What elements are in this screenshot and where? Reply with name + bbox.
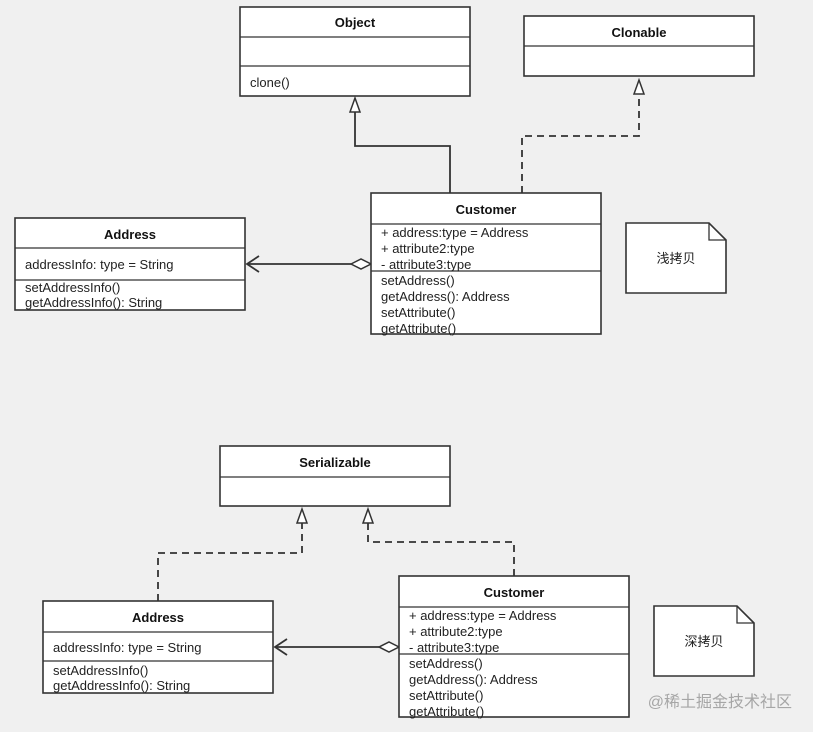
object-title: Object bbox=[335, 15, 376, 30]
customer-method: setAddress() bbox=[409, 656, 483, 671]
address-title: Address bbox=[104, 227, 156, 242]
open-arrowhead-icon bbox=[245, 255, 260, 273]
customer-title: Customer bbox=[484, 585, 545, 600]
customer-method: setAttribute() bbox=[381, 305, 455, 320]
realization-arrowhead-icon bbox=[632, 77, 646, 95]
serializable-class[interactable]: Serializable bbox=[219, 445, 451, 507]
customer-attribute: - attribute3:type bbox=[381, 257, 471, 272]
customer-attribute: + attribute2:type bbox=[381, 241, 475, 256]
customer-method: getAttribute() bbox=[409, 704, 484, 719]
address-method: getAddressInfo(): String bbox=[53, 678, 190, 693]
customer-class-bottom[interactable]: Customer + address:type = Address + attr… bbox=[398, 575, 630, 719]
customer-title: Customer bbox=[456, 202, 517, 217]
address-title: Address bbox=[132, 610, 184, 625]
customer-object-generalization bbox=[354, 112, 451, 193]
watermark: @稀土掘金技术社区 bbox=[648, 693, 792, 711]
note-deep-copy-text: 深拷贝 bbox=[684, 634, 723, 649]
clonable-title: Clonable bbox=[612, 25, 667, 40]
object-method-clone: clone() bbox=[250, 75, 290, 90]
address-class-bottom[interactable]: Address addressInfo: type = String setAd… bbox=[42, 600, 274, 694]
aggregation-diamond-icon bbox=[349, 258, 373, 270]
customer-method: getAttribute() bbox=[381, 321, 456, 336]
customer-attribute: - attribute3:type bbox=[409, 640, 499, 655]
realization-arrowhead-icon bbox=[361, 506, 375, 524]
open-arrowhead-icon bbox=[273, 638, 288, 656]
customer-method: getAddress(): Address bbox=[409, 672, 538, 687]
customer-attribute: + address:type = Address bbox=[409, 608, 557, 623]
customer-attribute: + address:type = Address bbox=[381, 225, 529, 240]
address-method: setAddressInfo() bbox=[25, 280, 120, 295]
address-attribute: addressInfo: type = String bbox=[25, 257, 174, 272]
address-method: setAddressInfo() bbox=[53, 663, 148, 678]
address-serializable-realization bbox=[157, 523, 303, 601]
customer-serializable-realization bbox=[367, 523, 515, 576]
note-deep-copy[interactable]: 深拷贝 bbox=[653, 605, 755, 677]
customer-method: setAttribute() bbox=[409, 688, 483, 703]
customer-clonable-realization bbox=[521, 94, 640, 193]
aggregation-diamond-icon bbox=[377, 641, 401, 653]
object-class[interactable]: Object clone() bbox=[239, 6, 471, 97]
note-shallow-copy[interactable]: 浅拷贝 bbox=[625, 222, 727, 294]
customer-class-top[interactable]: Customer + address:type = Address + attr… bbox=[370, 192, 602, 336]
address-class-top[interactable]: Address addressInfo: type = String setAd… bbox=[14, 217, 246, 311]
note-shallow-copy-text: 浅拷贝 bbox=[656, 251, 695, 266]
customer-method: setAddress() bbox=[381, 273, 455, 288]
address-method: getAddressInfo(): String bbox=[25, 295, 162, 310]
serializable-title: Serializable bbox=[299, 455, 371, 470]
generalization-arrowhead-icon bbox=[348, 95, 362, 113]
realization-arrowhead-icon bbox=[295, 506, 309, 524]
customer-attribute: + attribute2:type bbox=[409, 624, 503, 639]
address-attribute: addressInfo: type = String bbox=[53, 640, 202, 655]
customer-method: getAddress(): Address bbox=[381, 289, 510, 304]
clonable-class[interactable]: Clonable bbox=[523, 15, 755, 77]
